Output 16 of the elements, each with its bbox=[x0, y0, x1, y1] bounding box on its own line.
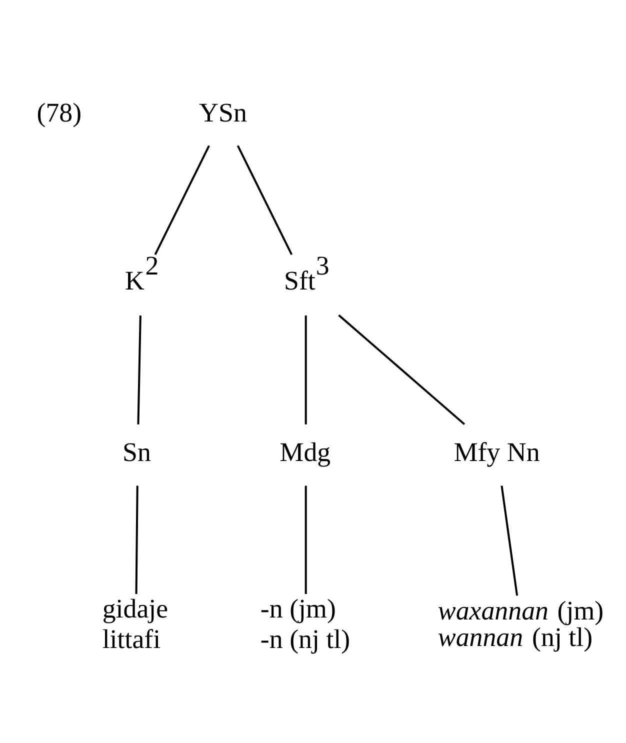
connector bbox=[135, 486, 138, 594]
connector bbox=[304, 316, 307, 424]
node-text: waxannan (jm) wannan (nj tl) bbox=[438, 595, 604, 652]
label: (78) bbox=[36, 97, 82, 128]
connector bbox=[500, 486, 518, 596]
node-text: gidaje littafi bbox=[102, 594, 168, 654]
node-text: -n (jm) -n (nj tl) bbox=[260, 594, 350, 654]
node-text: Mfy Nn bbox=[454, 437, 540, 468]
connector bbox=[338, 314, 466, 426]
node-text: YSn bbox=[199, 97, 247, 128]
node-text: Sn bbox=[122, 437, 151, 468]
connector bbox=[236, 145, 293, 255]
connector bbox=[304, 486, 307, 594]
node-text: Mdg bbox=[280, 437, 331, 468]
connector bbox=[137, 316, 142, 424]
connector bbox=[154, 145, 210, 255]
